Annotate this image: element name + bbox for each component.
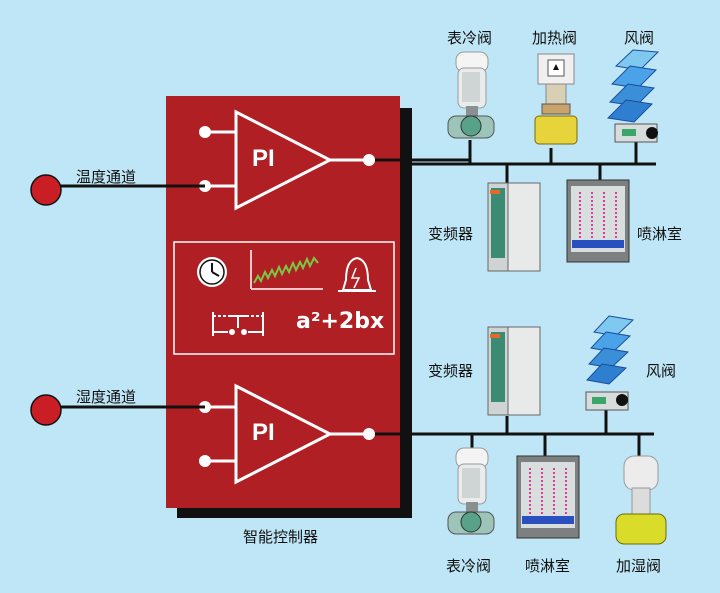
- air-damper-bottom-icon: [585, 315, 635, 411]
- vfd-bottom-icon: [487, 326, 541, 416]
- pi-amplifier-top: [199, 109, 375, 211]
- pi-label-top: PI: [252, 145, 275, 172]
- controller-label: 智能控制器: [243, 528, 319, 546]
- clock-icon: [197, 257, 227, 287]
- cooling-valve-top-icon: [447, 51, 495, 139]
- function-panel: [173, 241, 395, 355]
- formula-label: a²+2bx: [296, 309, 385, 334]
- cooling-valve-bottom-icon: [447, 447, 495, 535]
- heating-valve-icon: [534, 53, 578, 145]
- humid-sensor: [30, 394, 62, 426]
- switch-icon: [212, 312, 264, 336]
- cooling-valve-top-label: 表冷阀: [447, 29, 493, 47]
- vfd-top-label: 变频器: [428, 225, 474, 243]
- air-damper-bottom-label: 风阀: [646, 362, 677, 380]
- pi-label-bottom: PI: [252, 419, 275, 446]
- temp-channel-label: 温度通道: [76, 168, 137, 186]
- spray-room-top-icon: [566, 179, 630, 263]
- heating-valve-label: 加热阀: [532, 29, 578, 47]
- humidify-valve-icon: [615, 455, 667, 545]
- air-damper-top-label: 风阀: [624, 29, 655, 47]
- alarm-bell-icon: [338, 256, 376, 292]
- trend-chart-icon: [250, 250, 323, 290]
- cooling-valve-bottom-label: 表冷阀: [446, 557, 492, 575]
- humidify-valve-label: 加湿阀: [616, 557, 662, 575]
- pi-amplifier-bottom: [199, 383, 375, 485]
- vfd-bottom-label: 变频器: [428, 362, 474, 380]
- humid-channel-label: 湿度通道: [76, 388, 137, 406]
- spray-room-bottom-icon: [516, 455, 580, 539]
- spray-room-bottom-label: 喷淋室: [525, 557, 571, 575]
- spray-room-top-label: 喷淋室: [637, 225, 683, 243]
- top-output-bus: [375, 140, 656, 190]
- vfd-top-icon: [487, 182, 541, 272]
- air-damper-top-icon: [606, 49, 660, 143]
- controller-box: [166, 96, 400, 508]
- temp-sensor: [30, 174, 62, 206]
- bottom-output-bus: [375, 410, 654, 458]
